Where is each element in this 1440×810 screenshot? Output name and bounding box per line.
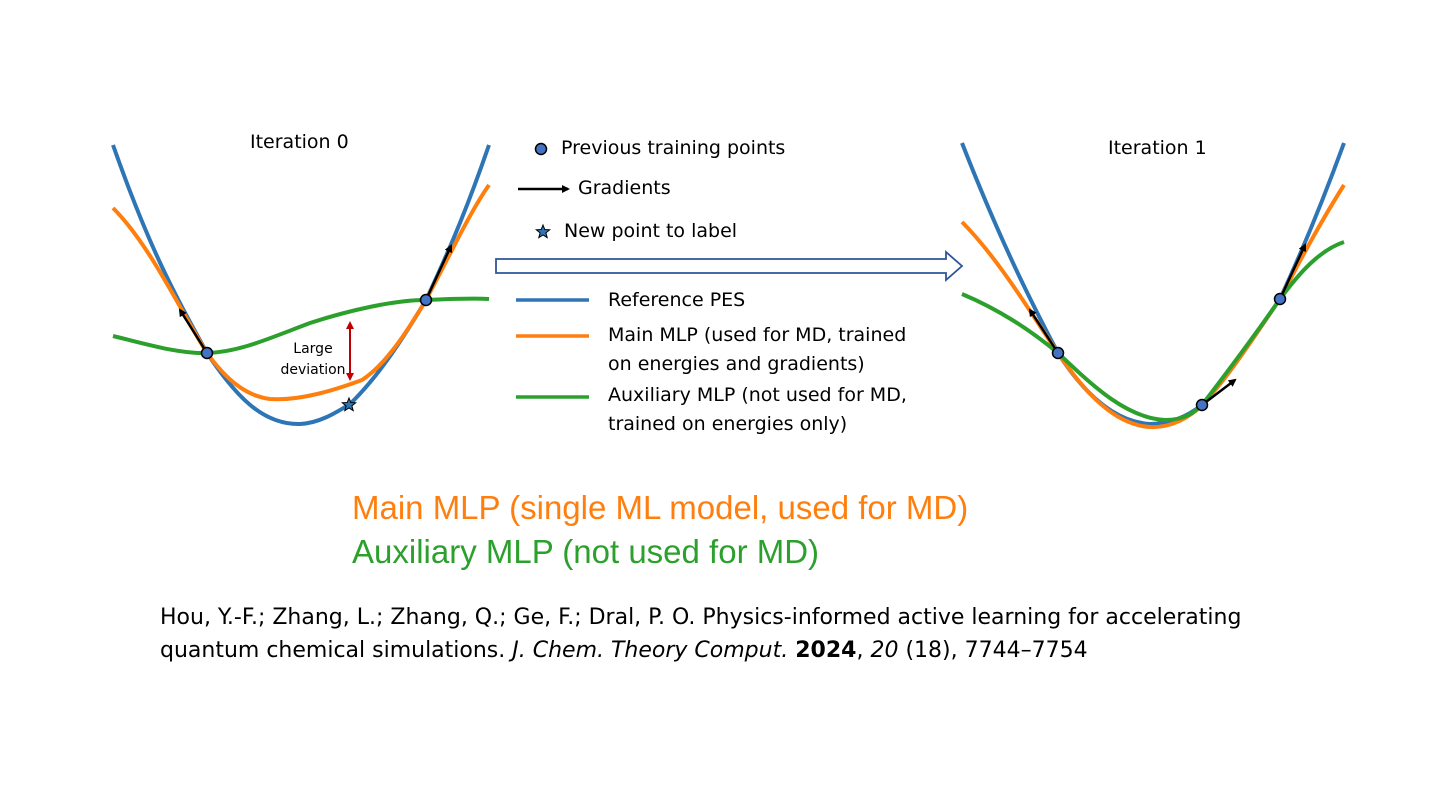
legend-aux-label: Auxiliary MLP (not used for MD, trained … [608, 381, 907, 439]
iteration-arrow [495, 250, 964, 282]
legend-reference-label: Reference PES [608, 289, 746, 311]
left-gradient-arrow-1 [178, 308, 209, 354]
headline-aux-mlp: Auxiliary MLP (not used for MD) [352, 533, 820, 570]
legend-gradients-label: Gradients [578, 177, 671, 199]
legend-aux-label-line1: Auxiliary MLP (not used for MD, [608, 384, 907, 406]
deviation-annotation-line1: Large [293, 341, 333, 357]
left-training-point-2 [419, 293, 433, 307]
left-training-point-1 [200, 346, 214, 360]
legend-symbols [516, 142, 589, 399]
headline-main-mlp: Main MLP (single ML model, used for MD) [352, 489, 969, 526]
new-point-star-icon [340, 396, 358, 412]
right-gradient-arrow-1 [1028, 308, 1060, 354]
right-auxiliary-mlp-curve [961, 240, 1345, 423]
legend-aux-label-line2: trained on energies only) [608, 413, 848, 435]
right-training-point-3 [1273, 292, 1287, 306]
legend-points-label: Previous training points [561, 137, 786, 159]
citation-line1: Hou, Y.-F.; Zhang, L.; Zhang, Q.; Ge, F.… [160, 605, 1242, 630]
right-gradient-arrow-2 [1201, 378, 1237, 406]
right-gradient-arrow-3 [1278, 243, 1307, 300]
left-auxiliary-mlp-curve [112, 296, 490, 356]
citation: Hou, Y.-F.; Zhang, L.; Zhang, Q.; Ge, F.… [160, 601, 1241, 667]
left-gradient-arrow-2 [424, 244, 453, 301]
citation-title-end: quantum chemical simulations. [160, 638, 513, 663]
right-panel [960, 142, 1346, 430]
left-panel [111, 144, 491, 427]
legend-main-label: Main MLP (used for MD, trained on energi… [608, 321, 906, 379]
deviation-annotation-line2: deviation [280, 362, 346, 378]
legend-main-label-line1: Main MLP (used for MD, trained [608, 324, 907, 346]
citation-issue-pages: (18), 7744–7754 [898, 638, 1088, 663]
legend-main-label-line2: on energies and gradients) [608, 353, 865, 375]
citation-line2: quantum chemical simulations. J. Chem. T… [160, 638, 1088, 663]
citation-year: 2024 [795, 638, 857, 663]
right-training-point-1 [1051, 346, 1065, 360]
legend-point-icon [534, 142, 548, 156]
citation-volume: 20 [870, 638, 899, 663]
right-main-mlp-curve [960, 183, 1346, 430]
legend-new-point-label: New point to label [564, 220, 738, 242]
deviation-annotation: Large deviation [278, 339, 348, 381]
legend-star-icon [534, 223, 552, 239]
right-training-point-2 [1195, 398, 1209, 412]
citation-journal: J. Chem. Theory Comput. [512, 638, 789, 663]
right-panel-title: Iteration 1 [1108, 137, 1207, 159]
left-panel-title: Iteration 0 [250, 131, 349, 153]
